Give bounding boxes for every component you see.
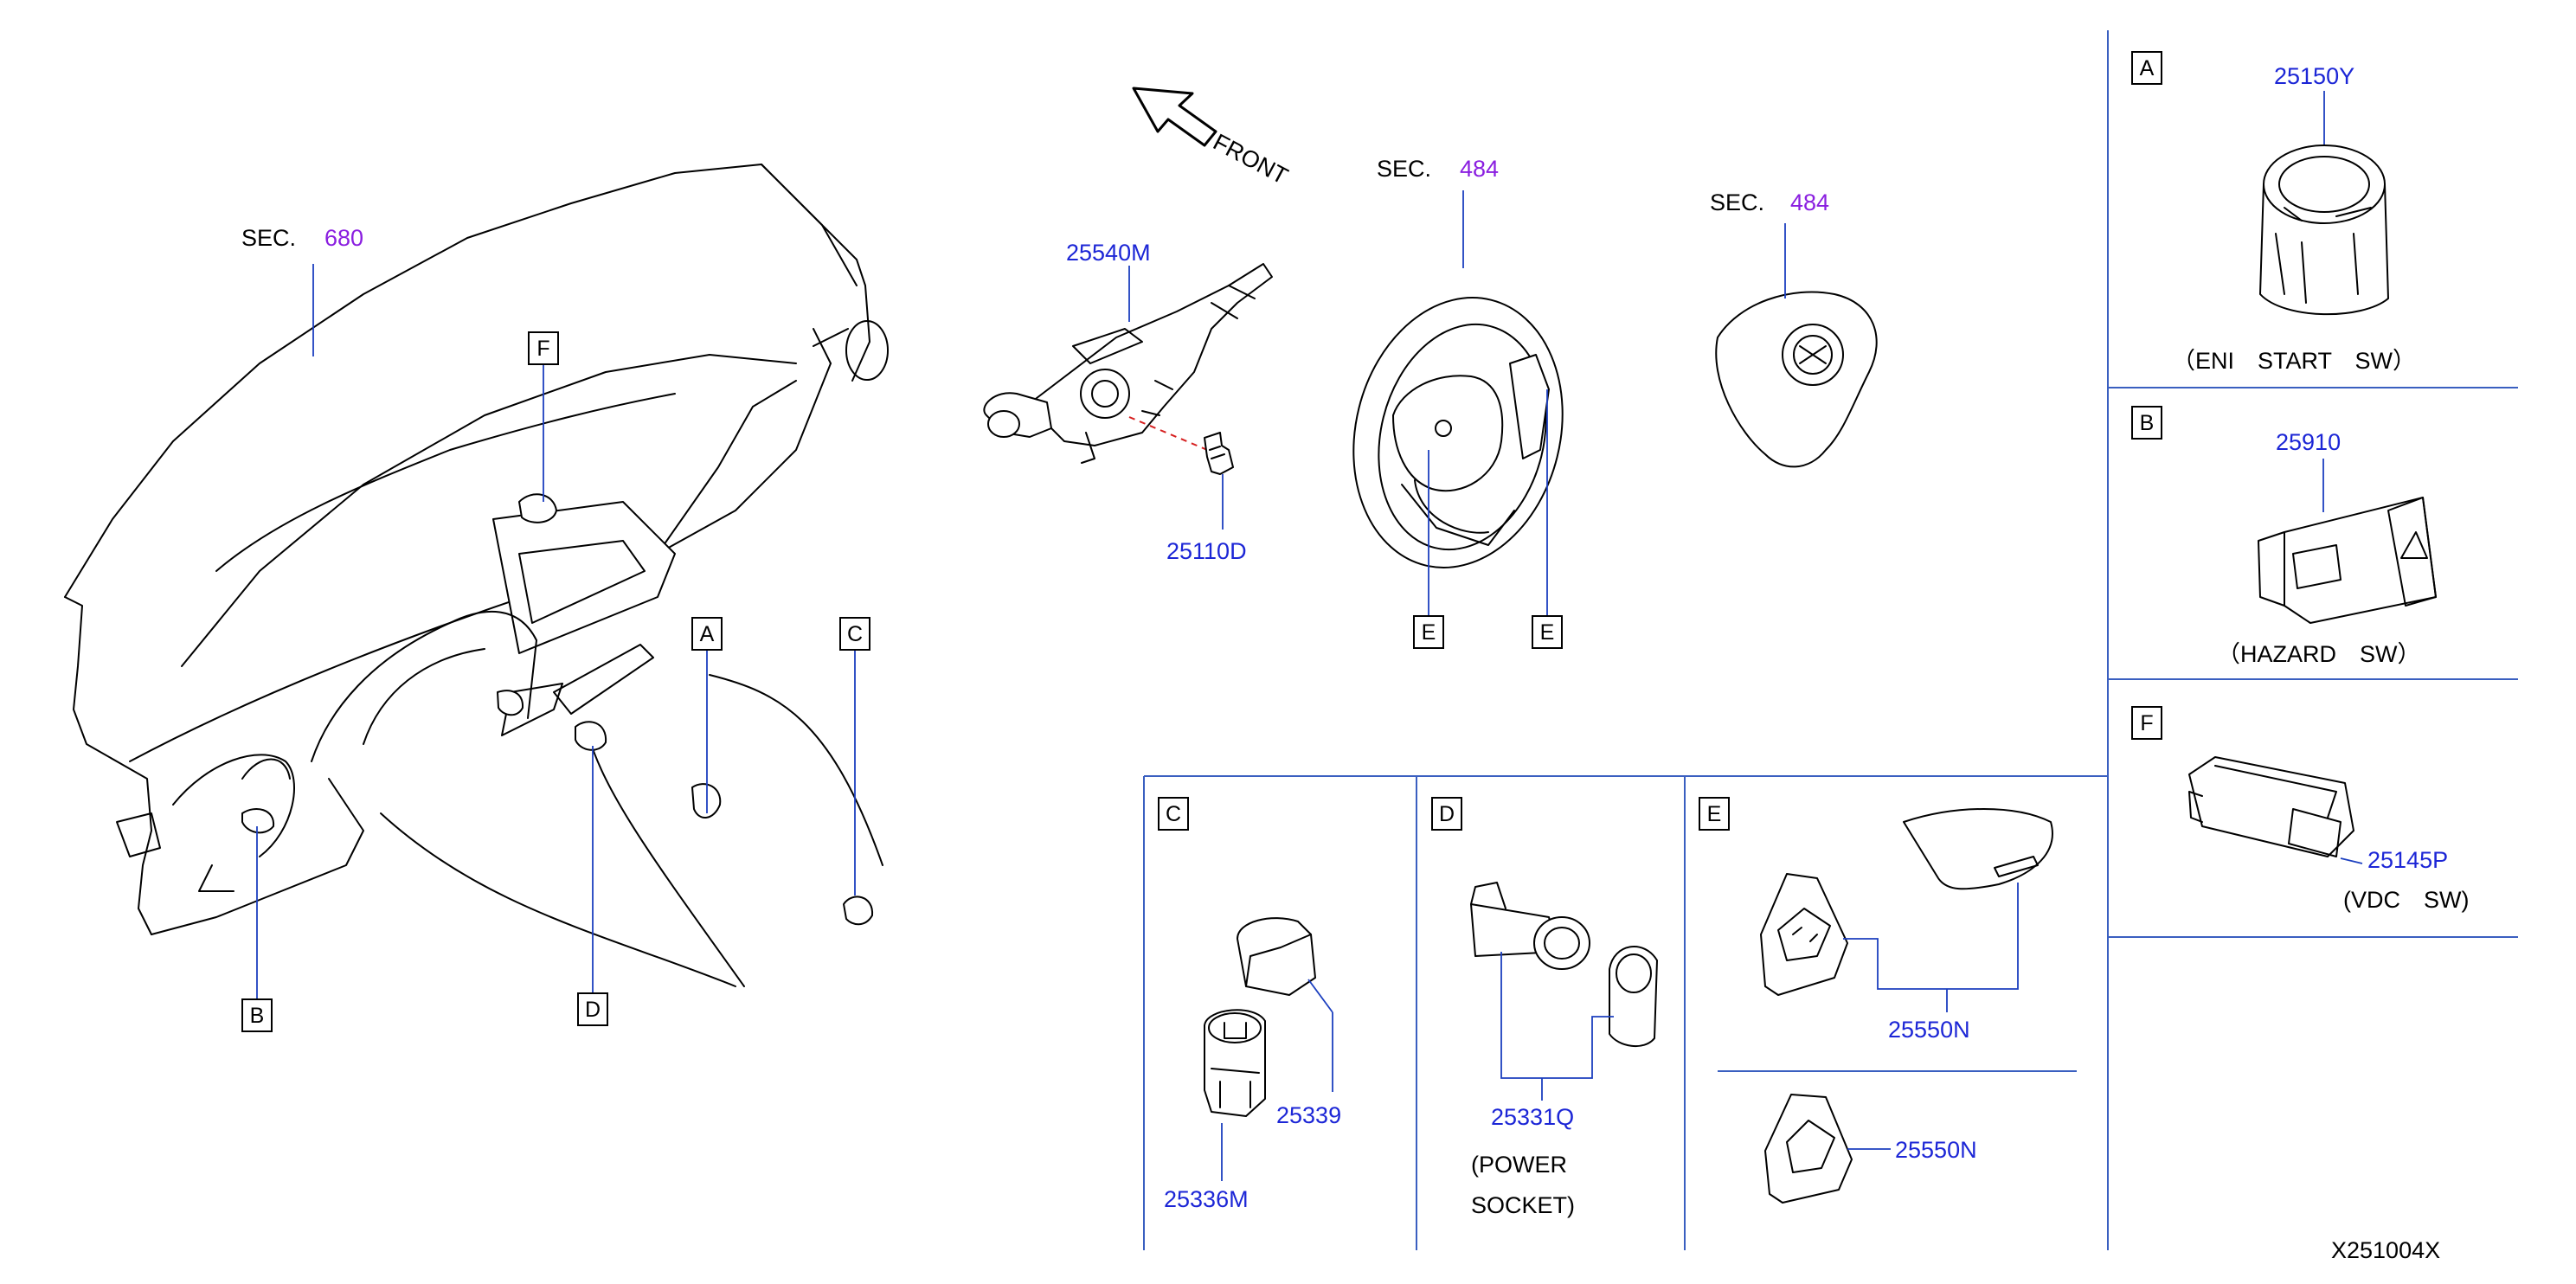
callout-b-letter: F [536,337,549,361]
callout-a[interactable]: A [691,617,723,651]
wheel-leaders [1428,190,1548,616]
panel-a-caption: （ENI START SW） [2172,348,2416,374]
panel-e-tag: E [1707,802,1722,826]
callout-d[interactable]: D [577,992,608,1026]
steering-switch-left-icon [1760,873,1848,996]
callout-f[interactable]: B [241,998,273,1032]
airbag-module-drawing [1715,291,1878,468]
part-25339[interactable]: 25339 [1276,1102,1341,1128]
part-25910[interactable]: 25910 [2276,429,2341,455]
panel-e: E 25550N 25550N [1699,797,2053,1204]
part-25550N-2[interactable]: 25550N [1895,1137,1977,1163]
panel-d-caption-1: (POWER [1471,1152,1567,1178]
callout-c[interactable]: C [839,617,870,651]
panel-b: B 25910 （HAZARD SW） [2131,406,2437,667]
callout-c-letter: C [847,622,863,646]
panel-c: C 25339 25336M [1158,797,1341,1212]
sec-484-prefix-2: SEC. [1710,189,1764,215]
combination-switch-drawing [983,263,1273,464]
panel-b-tag: B [2140,411,2155,435]
power-socket-icon [1470,882,1590,970]
sec-680-prefix: SEC. [241,225,296,251]
sec-484-link-2[interactable]: 484 [1790,189,1829,215]
panel-f-tag: F [2140,711,2153,735]
sec-484-prefix-1: SEC. [1377,156,1431,182]
diagram-id: X251004X [2331,1237,2440,1263]
wheel-callout-e-1-letter: E [1422,620,1436,645]
panel-d-caption-2: SOCKET) [1471,1192,1575,1218]
wheel-callout-e-2-letter: E [1540,620,1555,645]
sec-484-link-1[interactable]: 484 [1460,156,1499,182]
callout-a-letter: A [700,622,715,646]
front-label: FRONT [1209,129,1292,189]
panel-b-caption: （HAZARD SW） [2217,641,2421,667]
part-25336M[interactable]: 25336M [1164,1186,1249,1212]
part-25150Y[interactable]: 25150Y [2274,63,2354,89]
panel-frames [1143,30,2518,1250]
part-25540M[interactable]: 25540M [1066,240,1151,266]
screw-axis [1128,416,1212,453]
comb-switch-leaders [1128,266,1224,530]
part-25550N-1[interactable]: 25550N [1888,1017,1970,1043]
wheel-callout-e-2[interactable]: E [1532,615,1563,649]
usb-cap-icon [1237,917,1316,996]
panel-f-caption: (VDC SW) [2343,887,2469,913]
socket-cap-icon [1609,946,1658,1048]
hazard-switch-icon [2258,497,2437,624]
part-25331Q[interactable]: 25331Q [1491,1104,1574,1130]
dashboard-leaders [256,264,856,999]
instrument-panel-drawing [64,164,889,987]
panel-a: A 25150Y （ENI START SW） [2131,51,2416,374]
callout-f-letter: B [250,1004,265,1028]
callout-d-letter: D [585,998,601,1022]
steering-switch-lower-icon [1764,1094,1853,1204]
part-25145P[interactable]: 25145P [2367,847,2448,873]
panel-d: D 25331Q (POWER SOCKET) [1431,797,1658,1218]
start-switch-icon [2259,144,2389,316]
screw-drawing [1204,432,1234,475]
vdc-switch-icon [2188,756,2354,857]
steering-wheel-drawing [1352,297,1564,568]
usb-socket-icon [1204,1009,1266,1117]
panel-d-tag: D [1439,802,1455,826]
callout-b[interactable]: F [528,331,559,365]
wheel-callout-e-1[interactable]: E [1413,615,1444,649]
panel-c-tag: C [1166,802,1181,826]
front-arrow-icon: FRONT [1132,87,1292,189]
panel-a-tag: A [2140,56,2155,80]
panel-f: F 25145P (VDC SW) [2131,706,2469,913]
sec-680-link[interactable]: 680 [324,225,363,251]
part-25110D[interactable]: 25110D [1166,538,1247,564]
steering-cover-right-icon [1903,808,2053,890]
